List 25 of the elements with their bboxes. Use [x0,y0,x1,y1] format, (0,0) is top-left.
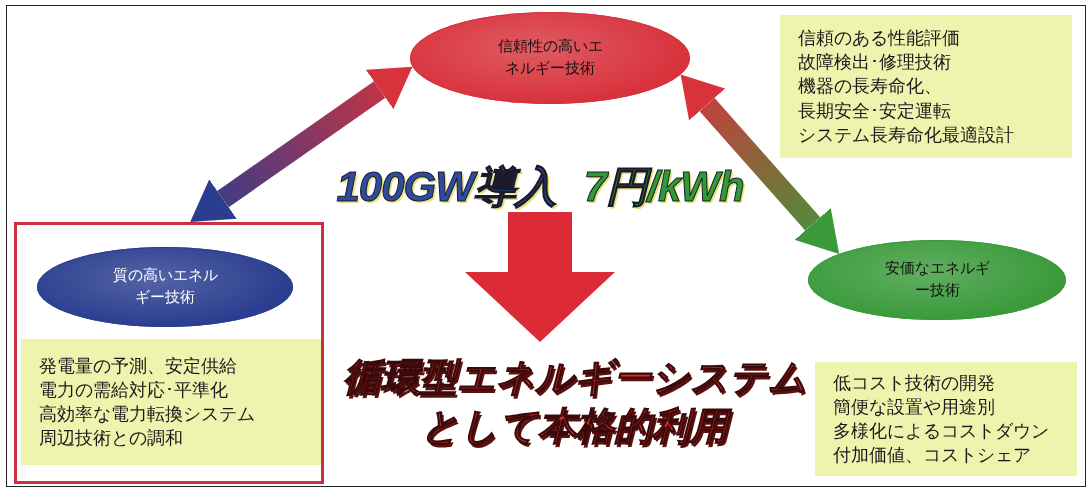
double-arrow [680,74,840,254]
note-line: 付加価値、コストシェア [833,444,1031,468]
note-line: 長期安全･安定運転 [798,99,951,123]
headline-text: 7円/kWh [583,162,744,212]
ellipse-label: 質の高いエネルギー技術 [111,265,219,308]
note-line: システム長寿命化最適設計 [798,123,1014,147]
double-arrow [190,66,413,222]
note-box [780,15,1072,158]
note-line: 簡便な設置や用途別 [833,395,995,419]
note-box [815,362,1077,476]
result-text: 循環型エネルギーシステムとして本格的利用 [342,354,808,449]
note-line: 機器の長寿命化、 [798,75,942,99]
note-line: 低コスト技術の開発 [833,371,995,395]
note-line: 電力の需給対応･平準化 [39,378,228,402]
ellipse-label: 信頼性の高いエネルギー技術 [496,36,604,79]
ellipse-label: 安価なエネルギー技術 [883,258,991,301]
headline-text: 100GW導入 [336,162,556,212]
frame-box [14,222,324,484]
note-line: 多様化によるコストダウン [833,420,1049,443]
note-line: 発電量の予測、安定供給 [39,354,237,378]
note-line: 故障検出･修理技術 [798,51,951,75]
note-line: 高効率な電力転換システム [39,403,255,426]
note-box [21,339,321,465]
note-line: 信頼のある性能評価 [798,27,960,51]
note-line: 周辺技術との調和 [39,427,183,451]
